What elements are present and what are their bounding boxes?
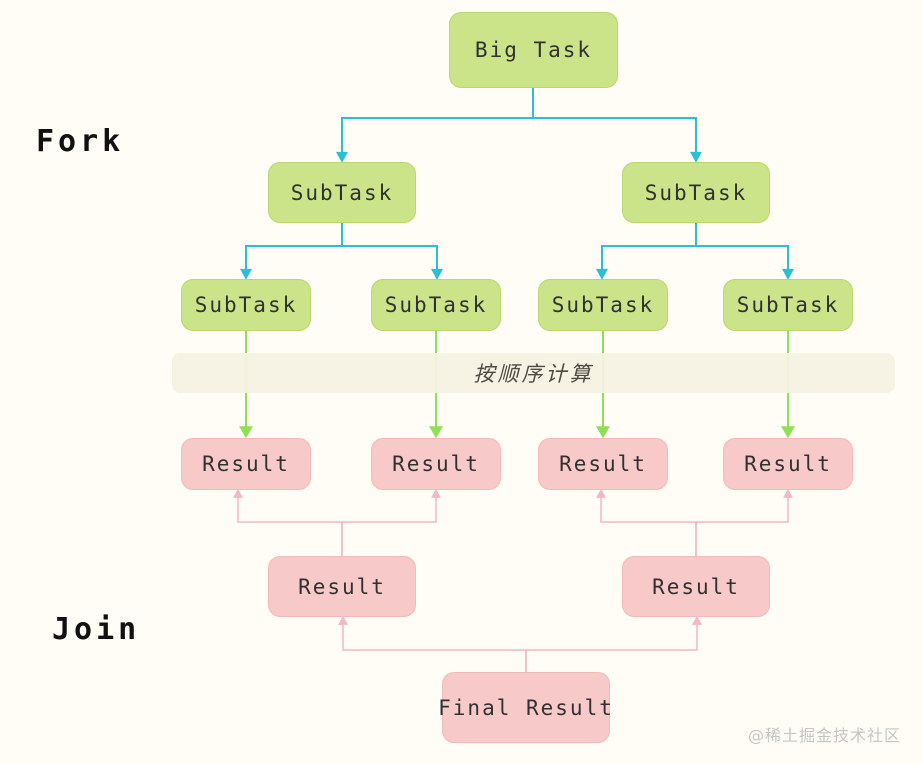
fork-connector	[245, 223, 343, 276]
node-subtask-2: SubTask	[622, 162, 770, 223]
fork-arrowhead-icon	[431, 268, 443, 280]
join-arrowhead-icon	[233, 488, 243, 498]
fork-connector	[695, 223, 789, 276]
join-arrowhead-icon	[783, 488, 793, 498]
fork-arrowhead-icon	[596, 268, 608, 280]
fork-connector	[341, 88, 534, 159]
node-result-4: Result	[723, 438, 853, 490]
node-final-result: Final Result	[438, 672, 612, 743]
node-result-3: Result	[538, 438, 668, 490]
sequence-arrowhead-icon	[781, 426, 795, 439]
node-subtask-1-1: SubTask	[181, 279, 311, 331]
join-connector	[342, 619, 527, 672]
fork-arrowhead-icon	[336, 151, 348, 163]
node-subtask-2-2: SubTask	[723, 279, 853, 331]
join-connector	[600, 492, 697, 556]
fork-connector	[532, 88, 697, 159]
join-connector	[525, 619, 698, 672]
fork-connector	[341, 223, 438, 276]
join-connector	[341, 492, 437, 556]
node-subtask-1: SubTask	[268, 162, 416, 223]
join-arrowhead-icon	[338, 615, 348, 625]
node-result-join-2: Result	[622, 556, 770, 617]
watermark: @稀土掘金技术社区	[747, 726, 901, 745]
node-result-1: Result	[181, 438, 311, 490]
join-arrowhead-icon	[596, 488, 606, 498]
fork-connector	[601, 223, 697, 276]
node-big-task: Big Task	[449, 12, 618, 88]
node-result-join-1: Result	[268, 556, 416, 617]
sequence-arrowhead-icon	[239, 426, 253, 439]
band-label: 按顺序计算	[473, 362, 594, 386]
node-result-2: Result	[371, 438, 501, 490]
join-arrowhead-icon	[692, 615, 702, 625]
sequential-compute-band: 按顺序计算	[172, 353, 895, 393]
node-subtask-2-1: SubTask	[538, 279, 668, 331]
sequence-arrowhead-icon	[429, 426, 443, 439]
join-label: Join	[52, 612, 141, 647]
fork-arrowhead-icon	[782, 268, 794, 280]
fork-arrowhead-icon	[240, 268, 252, 280]
join-connector	[237, 492, 343, 556]
join-arrowhead-icon	[431, 488, 441, 498]
join-connector	[695, 492, 789, 556]
sequence-arrowhead-icon	[596, 426, 610, 439]
node-subtask-1-2: SubTask	[371, 279, 501, 331]
fork-label: Fork	[36, 124, 125, 159]
fork-arrowhead-icon	[690, 151, 702, 163]
